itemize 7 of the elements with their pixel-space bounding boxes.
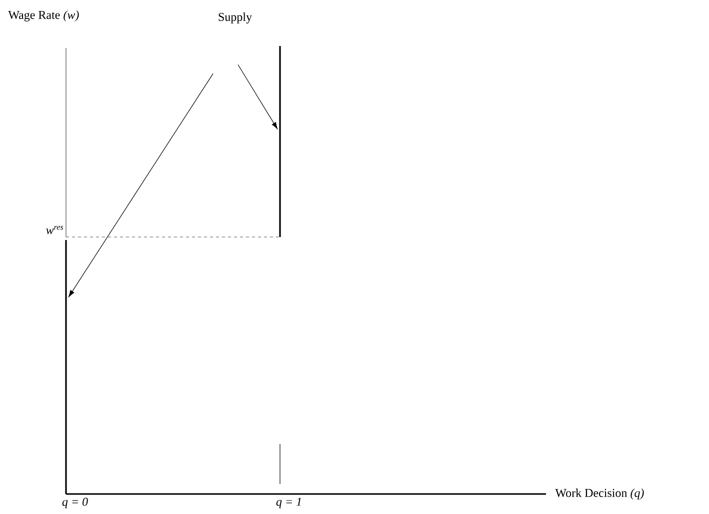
- axis-value-label: q = 1: [276, 498, 301, 508]
- axis-value-label: w$^{res}$: [46, 226, 64, 234]
- supply-label: Supply: [218, 12, 252, 24]
- axis-title: Work Decision (q): [555, 488, 644, 500]
- axis-title: Wage Rate (w): [8, 10, 79, 22]
- leader-arrow: [238, 64, 278, 130]
- leader-arrow: [68, 73, 214, 298]
